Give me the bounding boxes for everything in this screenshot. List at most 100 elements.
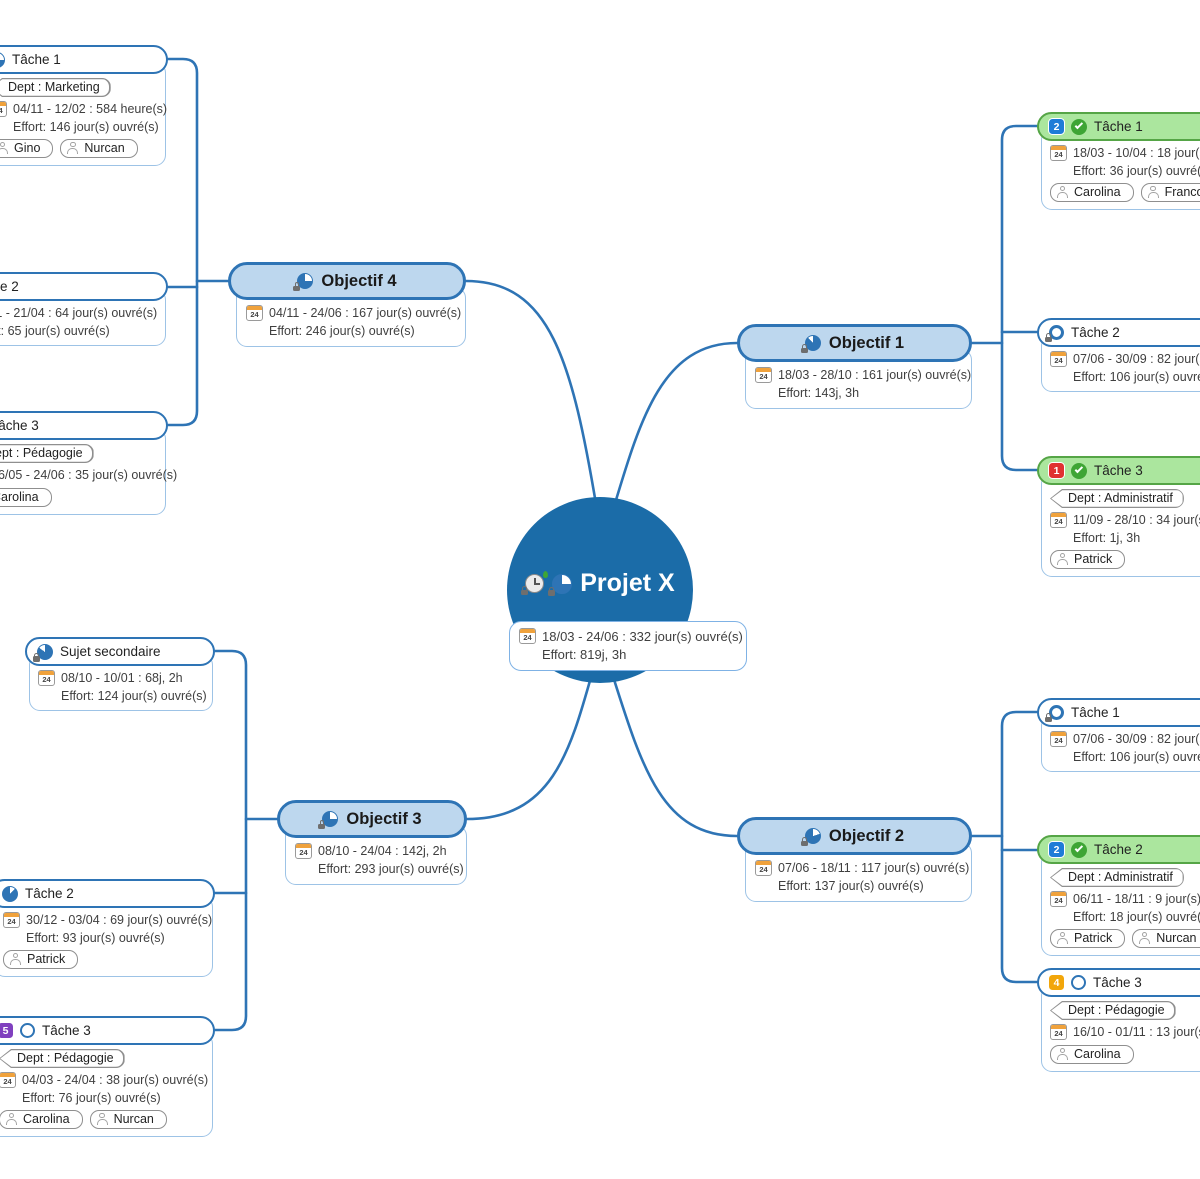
resource-chip[interactable]: Patrick [1050,929,1126,948]
resources-row: Patrick [1050,550,1200,569]
resource-chip[interactable]: Patrick [1050,550,1126,569]
details-card: Dept : Pédagogie 04/03 - 24/04 : 38 jour… [0,1033,213,1137]
lock-icon [1045,333,1052,342]
effort-row: Effort: 36 jour(s) ouvré(s) [1050,164,1200,178]
date-row: 06/11 - 18/11 : 9 jour(s) ouvré(s) [1050,891,1200,907]
effort-row: Effort: 65 jour(s) ouvré(s) [0,324,157,338]
resource-chip[interactable]: Gino [0,139,54,158]
department-tag[interactable]: Dept : Pédagogie [0,1049,125,1068]
date-row: 18/03 - 28/10 : 161 jour(s) ouvré(s) [755,367,971,383]
effort-text: Effort: 106 jour(s) ouvré(s) [1073,370,1200,384]
topic-header[interactable]: 4 Tâche 3 [1037,968,1200,997]
topic-objectif-1[interactable]: Objectif 1 18/03 - 28/10 : 161 jour(s) o… [737,324,972,409]
topic-tache-1-objectif-2[interactable]: Tâche 1 07/06 - 30/09 : 82 jour(s) ouvré… [1037,698,1200,772]
topic-header[interactable]: Tâche 2 [0,272,168,301]
effort-row: Effort: 819j, 3h [519,647,737,662]
topic-tache-2-objectif-1[interactable]: Tâche 2 07/06 - 30/09 : 82 jour(s) ouvré… [1037,318,1200,392]
sprout-icon [543,571,549,578]
lock-icon [800,837,808,846]
calendar-icon [1050,1024,1067,1040]
resource-chip[interactable]: Patrick [3,950,79,969]
date-row: 04/11 - 12/02 : 584 heure(s) [0,101,167,117]
department-tag[interactable]: Dept : Pédagogie [0,444,94,463]
effort-row: Effort: 146 jour(s) ouvré(s) [0,120,159,134]
resource-chip[interactable]: Carolina [1050,183,1134,202]
topic-tache-1-objectif-4[interactable]: Tâche 1 Dept : Marketing 04/11 - 12/02 :… [0,45,168,166]
calendar-icon [519,628,536,644]
person-icon [1147,186,1160,198]
topic-header[interactable]: Tâche 1 [1037,698,1200,727]
resources-row: Gino Nurcan [0,139,157,158]
topic-header[interactable]: Objectif 4 [228,262,466,300]
topic-header[interactable]: 2 Tâche 1 [1037,112,1200,141]
topic-header[interactable]: Objectif 1 [737,324,972,362]
department-tag[interactable]: Dept : Administratif [1050,868,1184,887]
topic-label: Tâche 3 [1094,463,1143,478]
calendar-icon [0,101,7,117]
date-row: 08/10 - 24/04 : 142j, 2h [295,843,457,859]
topic-header[interactable]: Tâche 1 [0,45,168,74]
date-text: 30/12 - 03/04 : 69 jour(s) ouvré(s) [26,913,213,927]
topic-tache-3-objectif-1[interactable]: 1 Tâche 3 Dept : Administratif 11/09 - 2… [1037,456,1200,577]
completed-check-icon [1071,118,1087,135]
department-tag[interactable]: Dept : Administratif [1050,489,1184,508]
details-card: 18/03 - 10/04 : 18 jour(s) ouvré(s) Effo… [1041,129,1200,210]
details-card: 30/12 - 03/04 : 69 jour(s) ouvré(s) Effo… [0,896,213,977]
tag-row: Dept : Administratif [1050,868,1200,887]
topic-header[interactable]: Tâche 3 [0,411,168,440]
topic-header[interactable]: 2 Tâche 2 [1037,835,1200,864]
resources-row: Carolina Nurcan [0,1110,204,1129]
topic-objectif-4[interactable]: Objectif 4 04/11 - 24/06 : 167 jour(s) o… [228,262,466,347]
topic-header[interactable]: Objectif 2 [737,817,972,855]
topic-header[interactable]: 1 Tâche 3 [1037,456,1200,485]
topic-tache-3-objectif-4[interactable]: Tâche 3 Dept : Pédagogie 06/05 - 24/06 :… [0,411,177,515]
topic-header[interactable]: 5 Tâche 3 [0,1016,215,1045]
effort-row: Effort: 246 jour(s) ouvré(s) [246,324,456,338]
effort-row: Effort: 143j, 3h [755,386,962,400]
date-text: 04/03 - 24/04 : 38 jour(s) ouvré(s) [22,1073,209,1087]
date-text: 06/11 - 18/11 : 9 jour(s) ouvré(s) [1073,892,1200,906]
topic-header[interactable]: Objectif 3 [277,800,467,838]
locked-progress-ring-icon [1045,705,1064,722]
date-row: 21/01 - 21/04 : 64 jour(s) ouvré(s) [0,305,157,321]
resource-chip[interactable]: Nurcan [89,1110,167,1129]
resource-chip[interactable]: Franco [1140,183,1200,202]
date-text: 04/11 - 24/06 : 167 jour(s) ouvré(s) [269,306,462,320]
topic-tache-3-objectif-2[interactable]: 4 Tâche 3 Dept : Pédagogie 16/10 - 01/11… [1037,968,1200,1072]
topic-label: Tâche 3 [1093,975,1142,990]
topic-header[interactable]: Sujet secondaire [25,637,215,666]
tag-row: Dept : Marketing [0,78,157,97]
topic-header[interactable]: Tâche 2 [0,879,215,908]
priority-badge: 2 [1049,119,1064,134]
resource-chip[interactable]: Carolina [0,1110,83,1129]
topic-header[interactable]: Tâche 2 [1037,318,1200,347]
date-text: 18/03 - 28/10 : 161 jour(s) ouvré(s) [778,368,972,382]
topic-tache-3-objectif-3[interactable]: 5 Tâche 3 Dept : Pédagogie 04/03 - 24/04… [0,1016,215,1137]
resource-chip[interactable]: Carolina [1050,1045,1134,1064]
topic-label: Tâche 3 [42,1023,91,1038]
completed-check-icon [1071,462,1087,479]
topic-tache-2-objectif-3[interactable]: Tâche 2 30/12 - 03/04 : 69 jour(s) ouvré… [0,879,215,977]
topic-sujet-secondaire[interactable]: Sujet secondaire 08/10 - 10/01 : 68j, 2h… [25,637,215,711]
department-tag[interactable]: Dept : Pédagogie [1050,1001,1176,1020]
topic-tache-2-objectif-2[interactable]: 2 Tâche 2 Dept : Administratif 06/11 - 1… [1037,835,1200,956]
date-text: 08/10 - 24/04 : 142j, 2h [318,844,447,858]
effort-text: Effort: 146 jour(s) ouvré(s) [13,120,159,134]
date-text: 08/10 - 10/01 : 68j, 2h [61,671,183,685]
date-row: 30/12 - 03/04 : 69 jour(s) ouvré(s) [3,912,212,928]
date-row: 04/11 - 24/06 : 167 jour(s) ouvré(s) [246,305,461,321]
resources-row: Patrick [3,950,204,969]
topic-objectif-3[interactable]: Objectif 3 08/10 - 24/04 : 142j, 2h Effo… [277,800,467,885]
topic-objectif-2[interactable]: Objectif 2 07/06 - 18/11 : 117 jour(s) o… [737,817,972,902]
topic-label: Objectif 1 [828,333,905,352]
lock-icon [800,344,808,353]
topic-tache-1-objectif-1[interactable]: 2 Tâche 1 18/03 - 10/04 : 18 jour(s) ouv… [1037,112,1200,210]
resource-chip[interactable]: Carolina [0,488,52,507]
date-row: 04/03 - 24/04 : 38 jour(s) ouvré(s) [0,1072,208,1088]
resource-chip[interactable]: Nurcan [1132,929,1200,948]
details-card: Dept : Pédagogie 06/05 - 24/06 : 35 jour… [0,428,177,515]
resource-chip[interactable]: Nurcan [60,139,138,158]
department-tag[interactable]: Dept : Marketing [0,78,111,97]
topic-tache-2-objectif-4[interactable]: Tâche 2 21/01 - 21/04 : 64 jour(s) ouvré… [0,272,168,346]
lock-icon [33,653,40,662]
